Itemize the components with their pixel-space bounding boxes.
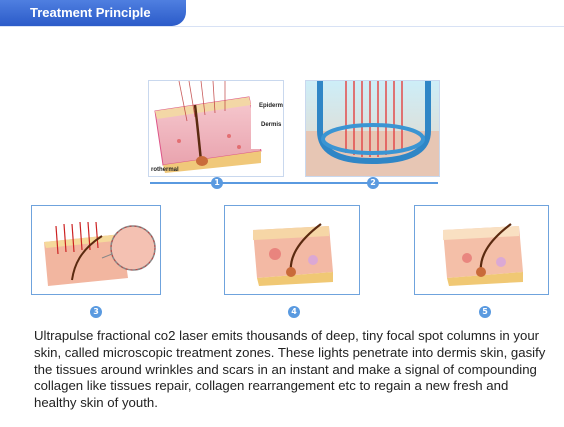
diagram-laser-ring: [305, 80, 440, 177]
treatment-zone-illustration: [32, 206, 160, 294]
diagram-treatment-zone: [31, 205, 161, 295]
step-3-badge: 3: [90, 306, 102, 318]
step-1-badge: 1: [211, 177, 223, 189]
treatment-description: Ultrapulse fractional co2 laser emits th…: [34, 328, 546, 411]
diagram-skin-layers: Epiderm Dermis rothermal: [148, 80, 284, 177]
header-divider: [0, 26, 564, 27]
label-epidermis: Epiderm: [259, 103, 284, 109]
skin-layers-illustration: [149, 80, 283, 176]
step-2-badge: 2: [367, 177, 379, 189]
section-title-tab: Treatment Principle: [0, 0, 186, 26]
step-5-badge: 5: [479, 306, 491, 318]
renewed-skin-illustration: [415, 206, 548, 294]
diagram-healing: [224, 205, 360, 295]
section-title: Treatment Principle: [30, 5, 151, 20]
healing-illustration: [225, 206, 359, 294]
label-dermis: Dermis: [261, 122, 282, 128]
label-photothermal: rothermal: [151, 167, 179, 173]
diagram-renewed-skin: [414, 205, 549, 295]
step-4-badge: 4: [288, 306, 300, 318]
timeline-top: [150, 182, 438, 184]
laser-ring-illustration: [306, 81, 439, 176]
